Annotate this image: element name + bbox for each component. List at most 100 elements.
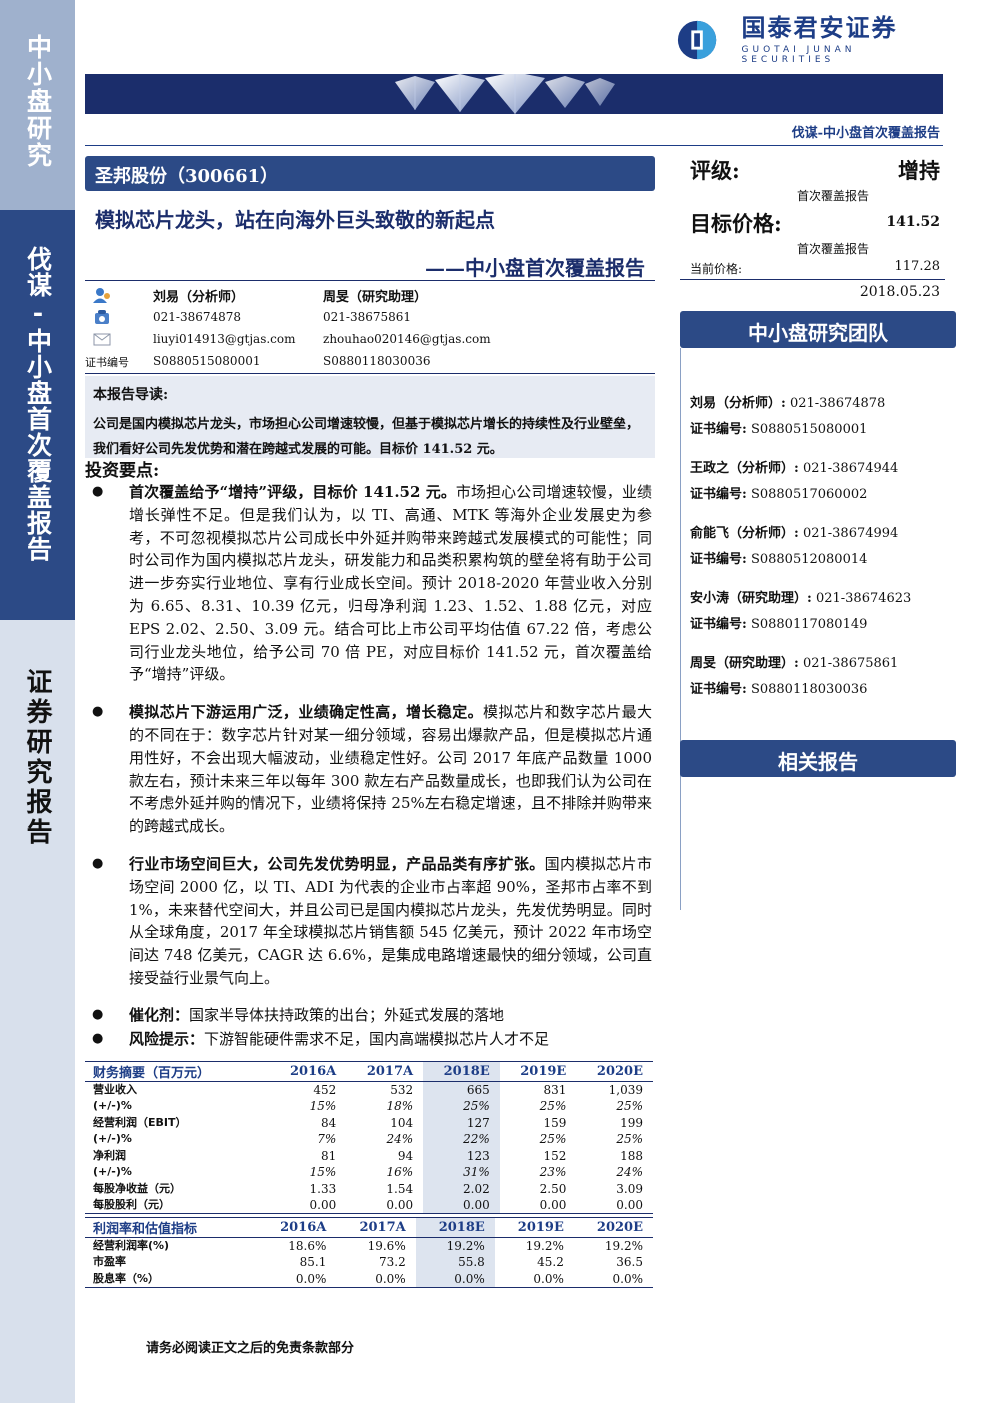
team-member-cert: S0880512080014 (750, 552, 868, 567)
analyst-2-email[interactable]: zhouhao020146@gtjas.com (323, 332, 491, 346)
table-cell: 7% (317, 1132, 337, 1147)
sidebar-bottom-text: 证券研究报告 (22, 668, 52, 848)
sidebar-top-text: 中小盘研究 (23, 34, 53, 169)
target-price-label: 目标价格: (690, 211, 782, 236)
bullet-lead: 行业市场空间巨大，公司先发优势明显，产品品类有序扩张。 (129, 854, 545, 873)
table-cell: 36.5 (616, 1255, 643, 1270)
row-label: 股息率（%） (85, 1270, 258, 1288)
team-member-phone: 021-38674878 (789, 396, 886, 411)
table-cell: 31% (423, 1164, 500, 1181)
table-header-cell: 2020E (573, 1217, 653, 1238)
analyst-contacts: 刘易（分析师） 周旻（研究助理） 021-38674878 021-386758… (85, 284, 655, 372)
table-cell: 25% (616, 1099, 643, 1114)
logo-mark-icon (677, 20, 717, 60)
table-cell: 159 (543, 1115, 567, 1130)
analyst-1-cert: S0880515080001 (153, 354, 261, 368)
table-cell: 2.02 (423, 1180, 500, 1197)
bullet-text: 国内模拟芯片市场空间 2000 亿，以 TI、ADI 为代表的企业市占率超 90… (129, 854, 652, 987)
contact-row-emails: liuyi014913@gtjas.com zhouhao020146@gtja… (85, 328, 655, 350)
team-member-cert: S0880117080149 (750, 617, 868, 632)
row-label: (+/-)% (93, 1099, 132, 1113)
table-row: (+/-)%15%16%31%23%24% (85, 1164, 653, 1181)
table-cell: 18.6% (288, 1239, 327, 1253)
row-label: 净利润 (93, 1148, 126, 1162)
table-cell: 25% (539, 1099, 567, 1114)
table-cell: 104 (390, 1115, 414, 1130)
bullet-lead: 风险提示： (129, 1029, 205, 1048)
table-cell: 94 (397, 1148, 414, 1163)
report-title: 模拟芯片龙头，站在向海外巨头致敬的新起点 (95, 208, 495, 232)
sidebar-top-block: 中小盘研究 (0, 0, 75, 210)
bullet-item: ● 行业市场空间巨大，公司先发优势明显，产品品类有序扩张。国内模拟芯片市场空间 … (92, 853, 652, 990)
table-cell: 73.2 (379, 1255, 406, 1270)
table-header-cell: 利润率和估值指标 (85, 1217, 258, 1238)
table-cell: 15% (309, 1165, 337, 1180)
table-cell: 0.0% (415, 1270, 495, 1288)
team-member-cert-label: 证书编号: (690, 682, 747, 697)
table-cell: 1.54 (386, 1181, 414, 1196)
target-price-note: 首次覆盖报告 (797, 242, 870, 256)
table-cell: 22% (423, 1131, 500, 1148)
table-cell: 81 (320, 1148, 337, 1163)
team-member-name: 安小涛（研究助理）: (690, 591, 812, 606)
analyst-1-phone: 021-38674878 (153, 310, 242, 324)
table-header-cell: 2019E (499, 1061, 577, 1082)
intro-heading: 本报告导读: (93, 387, 169, 403)
table-row: 经营利润率(%)18.6%19.6%19.2%19.2%19.2% (85, 1237, 653, 1254)
related-reports-header: 相关报告 (680, 740, 956, 777)
table-header-cell: 2016A (269, 1061, 347, 1082)
table-cell: 199 (620, 1115, 643, 1130)
right-column-rule (680, 348, 681, 910)
table-cell: 25% (539, 1132, 567, 1147)
bullet-dot-icon: ● (92, 484, 104, 499)
left-sidebar: 中小盘研究 伐谋-中小盘首次覆盖报告 证券研究报告 (0, 0, 75, 1403)
table-cell: 1.33 (309, 1181, 337, 1196)
contacts-divider (85, 373, 655, 374)
table-cell: 19.2% (525, 1239, 564, 1253)
team-member-cert-label: 证书编号: (690, 617, 747, 632)
report-date: 2018.05.23 (859, 284, 940, 300)
table-header-cell: 2017A (336, 1217, 416, 1238)
team-member-phone: 021-38674944 (802, 461, 899, 476)
table-header-cell: 2019E (494, 1217, 574, 1238)
table-cell: 0.00 (346, 1197, 424, 1214)
logo-english-name: GUOTAI JUNAN SECURITIES (741, 45, 856, 65)
bullet-lead: 催化剂： (129, 1005, 190, 1024)
row-label: 经营利润（EBIT） (93, 1115, 187, 1129)
table-cell: 0.0% (573, 1270, 653, 1288)
table-header-cell: 2018E (415, 1217, 495, 1238)
table-cell: 45.2 (537, 1255, 564, 1270)
team-member-cert-label: 证书编号: (690, 487, 747, 502)
table-header-cell: 2020E (576, 1061, 653, 1082)
table-cell: 25% (616, 1132, 643, 1147)
row-label: (+/-)% (93, 1132, 132, 1146)
valuation-table: 利润率和估值指标 2016A 2017A 2018E 2019E 2020E 经… (85, 1217, 653, 1288)
bullet-text: 模拟芯片和数字芯片最大的不同在于：数字芯片针对某一细分领域，容易出爆款产品，但是… (129, 703, 652, 836)
contact-row-certs: 证书编号 S0880515080001 S0880118030036 (85, 350, 655, 372)
rating-value: 增持 (898, 158, 940, 183)
analyst-1-email[interactable]: liuyi014913@gtjas.com (153, 332, 296, 346)
target-price-value: 141.52 (886, 214, 940, 230)
table-cell: 0.00 (499, 1197, 577, 1214)
table-cell: 532 (390, 1083, 414, 1097)
person-icon (93, 288, 110, 303)
bullet-item: ● 模拟芯片下游运用广泛，业绩确定性高，增长稳定。模拟芯片和数字芯片最大的不同在… (92, 701, 652, 838)
table-cell: 19.6% (367, 1239, 406, 1253)
table-cell: 0.0% (494, 1270, 574, 1288)
bullet-item: ● 催化剂：国家半导体扶持政策的出台；外延式发展的落地 (92, 1004, 652, 1027)
table-header-cell: 2016A (257, 1217, 337, 1238)
analyst-1-name: 刘易（分析师） (153, 290, 245, 305)
row-label: 经营利润率(%) (93, 1239, 170, 1252)
intro-text: 公司是国内模拟芯片龙头，市场担心公司增速较慢，但基于模拟芯片增长的持续性及行业壁… (93, 417, 640, 457)
table-cell: 452 (313, 1083, 337, 1097)
table-header-row: 财务摘要（百万元） 2016A 2017A 2018E 2019E 2020E (85, 1061, 653, 1082)
table-header-row: 利润率和估值指标 2016A 2017A 2018E 2019E 2020E (85, 1217, 653, 1238)
table-cell: 24% (386, 1132, 414, 1147)
table-header-cell: 财务摘要（百万元） (85, 1061, 270, 1082)
table-cell: 0.00 (423, 1197, 500, 1214)
team-member: 周旻（研究助理）: 021-38675861 证书编号: S0880118030… (690, 652, 911, 717)
